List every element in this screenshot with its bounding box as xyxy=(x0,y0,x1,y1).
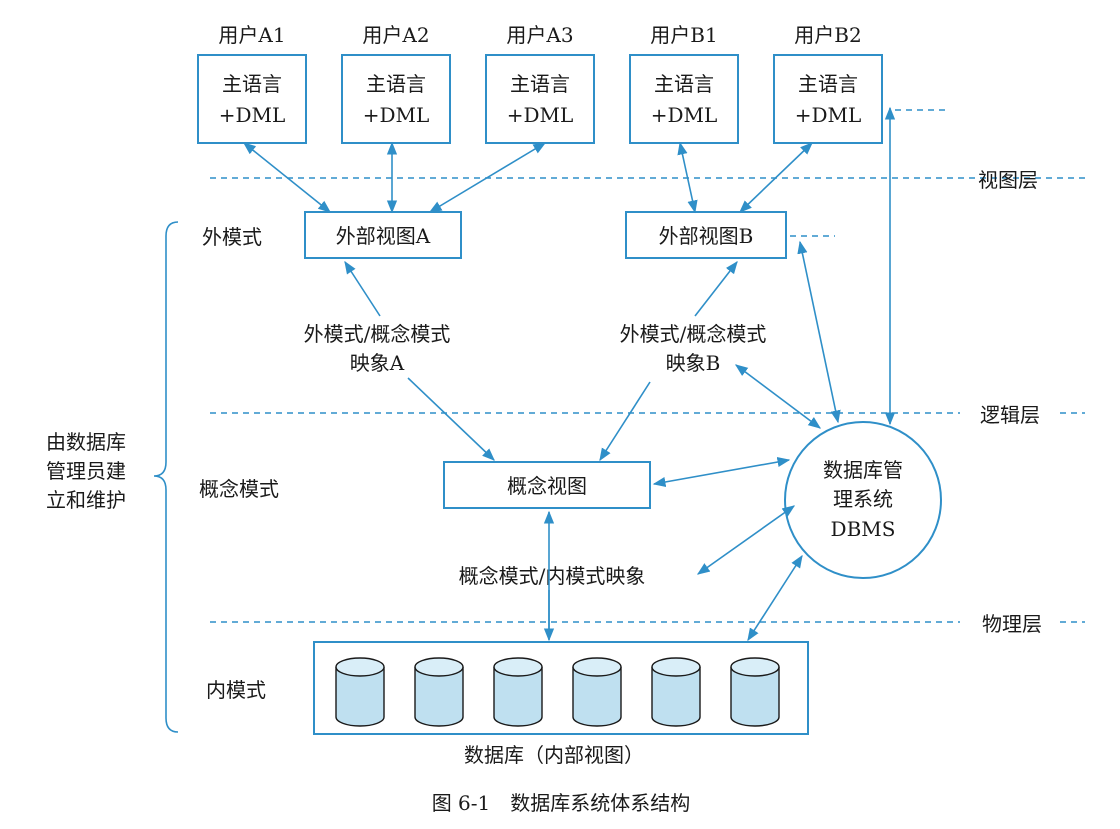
arrow-mapB-extB xyxy=(694,260,738,317)
database-cylinder xyxy=(572,657,622,727)
svg-text:概念视图: 概念视图 xyxy=(507,474,587,498)
arrow-mapA-extA xyxy=(344,260,381,317)
svg-text:外部视图A: 外部视图A xyxy=(336,224,431,248)
svg-text:+DML: +DML xyxy=(651,103,718,127)
mapping-b-line2: 映象B xyxy=(666,351,721,375)
cylinder-group xyxy=(335,657,780,727)
arrow-mapB-dbms xyxy=(734,364,822,429)
user-b2-box: 主语言 +DML xyxy=(773,54,883,144)
admin-line3: 立和维护 xyxy=(46,488,126,512)
user-b2-label: 用户B2 xyxy=(794,23,861,47)
level-external-label: 外模式 xyxy=(202,225,262,249)
mapping-b-line1: 外模式/概念模式 xyxy=(620,322,767,346)
svg-text:主语言: 主语言 xyxy=(222,72,282,96)
svg-text:DBMS: DBMS xyxy=(831,517,896,541)
level-conceptual-label: 概念模式 xyxy=(199,477,279,501)
external-view-b-box: 外部视图B xyxy=(625,211,787,259)
arrow-mapB-concept xyxy=(599,381,651,462)
svg-text:主语言: 主语言 xyxy=(510,72,570,96)
admin-line1: 由数据库 xyxy=(46,430,126,454)
database-cylinder xyxy=(493,657,543,727)
arrow-a1-extA xyxy=(243,142,331,213)
arrow-b2-extB xyxy=(739,142,813,213)
svg-text:+DML: +DML xyxy=(363,103,430,127)
user-a2-box: 主语言 +DML xyxy=(341,54,451,144)
svg-text:外部视图B: 外部视图B xyxy=(659,224,754,248)
database-cylinder xyxy=(730,657,780,727)
svg-text:+DML: +DML xyxy=(795,103,862,127)
database-cylinder xyxy=(335,657,385,727)
svg-text:主语言: 主语言 xyxy=(654,72,714,96)
arrow-extB-dbms xyxy=(797,240,841,424)
arrow-b1-extB xyxy=(677,141,698,214)
mapping-internal-label: 概念模式/内模式映象 xyxy=(459,564,646,588)
mapping-a-line1: 外模式/概念模式 xyxy=(304,322,451,346)
conceptual-view-box: 概念视图 xyxy=(443,461,651,509)
arrow-mapInt-dbms xyxy=(696,505,796,575)
external-view-a-box: 外部视图A xyxy=(304,211,462,259)
user-a2-label: 用户A2 xyxy=(362,23,429,47)
level-internal-label: 内模式 xyxy=(206,678,266,702)
user-b1-label: 用户B1 xyxy=(650,23,717,47)
user-a3-box: 主语言 +DML xyxy=(485,54,595,144)
physical-layer-label: 物理层 xyxy=(982,612,1042,636)
user-a1-label: 用户A1 xyxy=(218,23,285,47)
arrow-a3-extA xyxy=(428,142,547,213)
svg-text:+DML: +DML xyxy=(507,103,574,127)
arrow-db-dbms xyxy=(747,554,803,642)
svg-text:理系统: 理系统 xyxy=(833,487,893,511)
brace xyxy=(153,221,179,733)
view-layer-label: 视图层 xyxy=(978,168,1038,192)
database-container xyxy=(313,641,809,735)
admin-line2: 管理员建 xyxy=(46,459,126,483)
svg-text:+DML: +DML xyxy=(219,103,286,127)
logic-layer-label: 逻辑层 xyxy=(980,403,1040,427)
svg-text:数据库管: 数据库管 xyxy=(823,458,903,482)
user-a3-label: 用户A3 xyxy=(506,23,573,47)
arrow-mapA-concept xyxy=(407,377,495,461)
arrow-concept-dbms xyxy=(652,456,791,488)
user-a1-box: 主语言 +DML xyxy=(197,54,307,144)
figure-caption: 图 6-1 数据库系统体系结构 xyxy=(432,791,691,815)
svg-text:主语言: 主语言 xyxy=(798,72,858,96)
svg-text:主语言: 主语言 xyxy=(366,72,426,96)
database-cylinder xyxy=(414,657,464,727)
user-b1-box: 主语言 +DML xyxy=(629,54,739,144)
database-label: 数据库（内部视图） xyxy=(464,743,644,767)
database-cylinder xyxy=(651,657,701,727)
dbms-circle: 数据库管 理系统 DBMS xyxy=(784,421,942,579)
mapping-a-line2: 映象A xyxy=(350,351,405,375)
